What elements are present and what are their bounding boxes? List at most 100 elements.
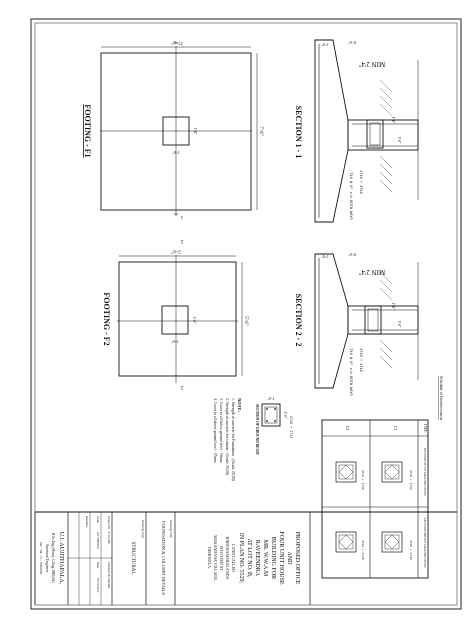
section-1-title: SECTION 1 - 1 xyxy=(294,106,303,159)
footing-f1-cut-start: 1 xyxy=(180,40,183,45)
section-1-dim-a: 1'-0" xyxy=(321,42,329,47)
schedule-header-above: SECTION ABOVE GROUND LEVEL xyxy=(423,518,427,568)
ground-beam-bar-4 xyxy=(274,420,276,422)
ground-beam-bar-1 xyxy=(266,408,268,410)
ground-beam-stirrup xyxy=(264,406,278,424)
schedule-row-1-type: C1 xyxy=(393,426,398,431)
info-drawn-by: P. KANE xyxy=(107,532,111,544)
project-line-6: RAVEENDRA xyxy=(254,540,260,577)
note-3: 3. Cover to all below ground level - 50m… xyxy=(219,398,223,463)
section-1-soil-hatch xyxy=(379,79,393,193)
ground-beam-outline xyxy=(261,403,281,427)
project-line-4: BUILDING FOR xyxy=(270,537,276,579)
column-f2-dim-b: 1'-6" xyxy=(192,316,197,324)
title-block: PROPOSED OFFICE AND FOUR UNIT HOUSE BUIL… xyxy=(34,511,457,605)
section-2-dim-a: 1'-0" xyxy=(321,254,329,259)
notes-heading: NOTE: xyxy=(237,398,242,413)
note-1: 1. Strength of concrete for Foundation -… xyxy=(231,398,235,482)
info-drawn-by-label: Drawn By xyxy=(107,516,111,530)
footing-f2-outline xyxy=(118,261,237,377)
section-1-dim-b: 0'-6" xyxy=(348,40,356,45)
section-2-dim-b: 0'-6" xyxy=(348,252,356,257)
schedule-header-type: TYPE xyxy=(423,424,427,434)
section-2-title: SECTION 2 - 2 xyxy=(294,294,303,347)
schedule-row-1-above-section xyxy=(381,531,403,553)
outer-frame xyxy=(30,18,462,610)
section-2-min-depth: MIN 2'4" xyxy=(359,268,386,276)
footing-f1-plan: 7'-6" 7'-6" 1'-6" 1'-6" FOOTING - F1 1 1 xyxy=(83,39,263,219)
note-2: 2. Strength of concrete for column - (Gr… xyxy=(225,398,229,476)
schedule-row-2-up: 4T12 + 4T16 xyxy=(361,470,364,490)
section-1-1: 1'-0" 0'-6" MIN 2'4" 4T16 + 4T12 T16 @ 6… xyxy=(294,39,419,223)
schedule-row-1-up: 4T16 + 4T12 xyxy=(409,470,412,490)
firm-contact: Tel: +94 - 71 - 9999999 xyxy=(39,542,43,575)
section-1-rebar-bottom: T16 @ 6" c/c BOTH WAYS xyxy=(348,172,353,219)
project-line-2: AND xyxy=(286,552,292,566)
section-2-beam-stirrup xyxy=(367,308,379,332)
info-checked-by-label: Checked By xyxy=(107,562,111,578)
section-1-ground-beam xyxy=(366,119,384,149)
schedule-title: Schedule of Reinforcement xyxy=(439,376,444,421)
firm-name: U.I. AUJITHAPALA, xyxy=(58,532,64,585)
note-4: 4. Cover to all above ground level - 25m… xyxy=(213,398,217,463)
ground-beam-dim-a: 1'-6" xyxy=(267,396,274,400)
ground-beam-label: SECTION OF GROUND BEAM xyxy=(255,404,259,455)
column-f2-dim-a: 1'-6" xyxy=(171,339,179,344)
inner-frame xyxy=(34,22,458,606)
project-line-8: IN PLAN NO. 5529, xyxy=(238,533,244,584)
schedule-header-up: SECTION UP TO GROUND LEVEL xyxy=(423,448,427,497)
drawing-type: STRUCTURAL xyxy=(130,542,135,575)
section-2-ground-beam xyxy=(364,305,382,335)
project-line-10: KIRIGNAMABALANDA xyxy=(225,537,230,580)
schedule-row-2-up-section xyxy=(335,461,357,483)
column-f1-dim-b: 1'-6" xyxy=(193,127,198,135)
footing-f2-cut-start: 2 xyxy=(180,238,183,243)
column-f1-outline xyxy=(162,116,190,146)
section-1-side-dim-b: 1'-0" xyxy=(397,137,401,144)
ground-beam-rebar: 2T16 + 2T12 xyxy=(288,416,292,438)
ground-beam-bar-3 xyxy=(266,420,268,422)
section-2-2: 1'-0" 0'-6" MIN 2'4" 4T16 + 4T12 T16 @ 6… xyxy=(294,252,419,396)
project-line-12: MAKANDANA VILLAGE, xyxy=(212,535,218,581)
project-line-13: DEHIWELA. xyxy=(207,547,212,569)
project-description: PROPOSED OFFICE AND FOUR UNIT HOUSE BUIL… xyxy=(207,531,300,585)
schedule-row-2-type: C2 xyxy=(345,426,350,431)
column-f1-dim-a: 1'-6" xyxy=(172,150,180,155)
footing-f1-cut-end: 1 xyxy=(180,214,183,219)
drawing-type-label: Drawing Type xyxy=(141,520,145,539)
column-f2-outline xyxy=(161,305,189,335)
ground-beam-bar-2 xyxy=(274,408,276,410)
drawing-title-label: Drawing Title xyxy=(169,520,173,538)
firm-role: Structural Engineer xyxy=(45,544,49,573)
section-1-side-dim-a: 1'-6" xyxy=(391,117,395,124)
info-scale: AS SHOWN xyxy=(96,532,100,549)
project-line-1: PROPOSED OFFICE xyxy=(294,532,300,585)
footing-f1-width-dim: 7'-6" xyxy=(171,39,181,44)
schedule-row-1-above: 4T16 + 4T12 xyxy=(409,540,412,560)
schedule-row-2-above: 4T12 + 4T16 xyxy=(361,540,364,560)
schedule-row-2-above-section xyxy=(335,531,357,553)
footing-f1-length-dim: 7'-6" xyxy=(258,126,263,136)
footing-f1-cut-arrows xyxy=(174,42,178,215)
section-2-rebar-top: 4T16 + 4T12 xyxy=(358,348,362,372)
ground-beam-section: 1'-6" 1'-0" 2T16 + 2T12 SECTION OF GROUN… xyxy=(255,396,292,455)
project-line-9: LAND CALLED xyxy=(231,544,236,572)
info-date: 05/05/2017 xyxy=(96,578,100,593)
footing-f2-plan: 5'-6" 5'-6" 1'-6" 1'-6" FOOTING - F2 2 2 xyxy=(102,238,248,389)
section-2-soil-hatch xyxy=(379,271,393,369)
footing-f1-title: FOOTING - F1 xyxy=(83,104,92,157)
section-1-beam-stirrup xyxy=(369,122,381,146)
drawing-title: FOUNDATION & COLUMN DETAILS xyxy=(161,521,166,595)
schedule-row-1-up-section xyxy=(381,461,403,483)
project-line-3: FOUR UNIT HOUSE xyxy=(278,531,284,585)
project-line-11: SITUATED AT xyxy=(219,546,224,571)
info-scale-label: Scale xyxy=(96,516,100,523)
firm-qualifications: B.Sc.Eng (Hons), C.Eng, MIE(SL) xyxy=(50,533,55,584)
section-2-side-dim-b: 1'-0" xyxy=(397,321,401,328)
project-line-5: MR. W.W.A.M xyxy=(262,540,268,577)
reinforcement-schedule: Schedule of Reinforcement TYPE SECTION U… xyxy=(321,376,444,579)
info-checked-by: Variable xyxy=(107,578,111,589)
ground-beam-dim-b: 1'-0" xyxy=(283,412,287,419)
info-remarks-label: Remarks xyxy=(85,516,89,528)
